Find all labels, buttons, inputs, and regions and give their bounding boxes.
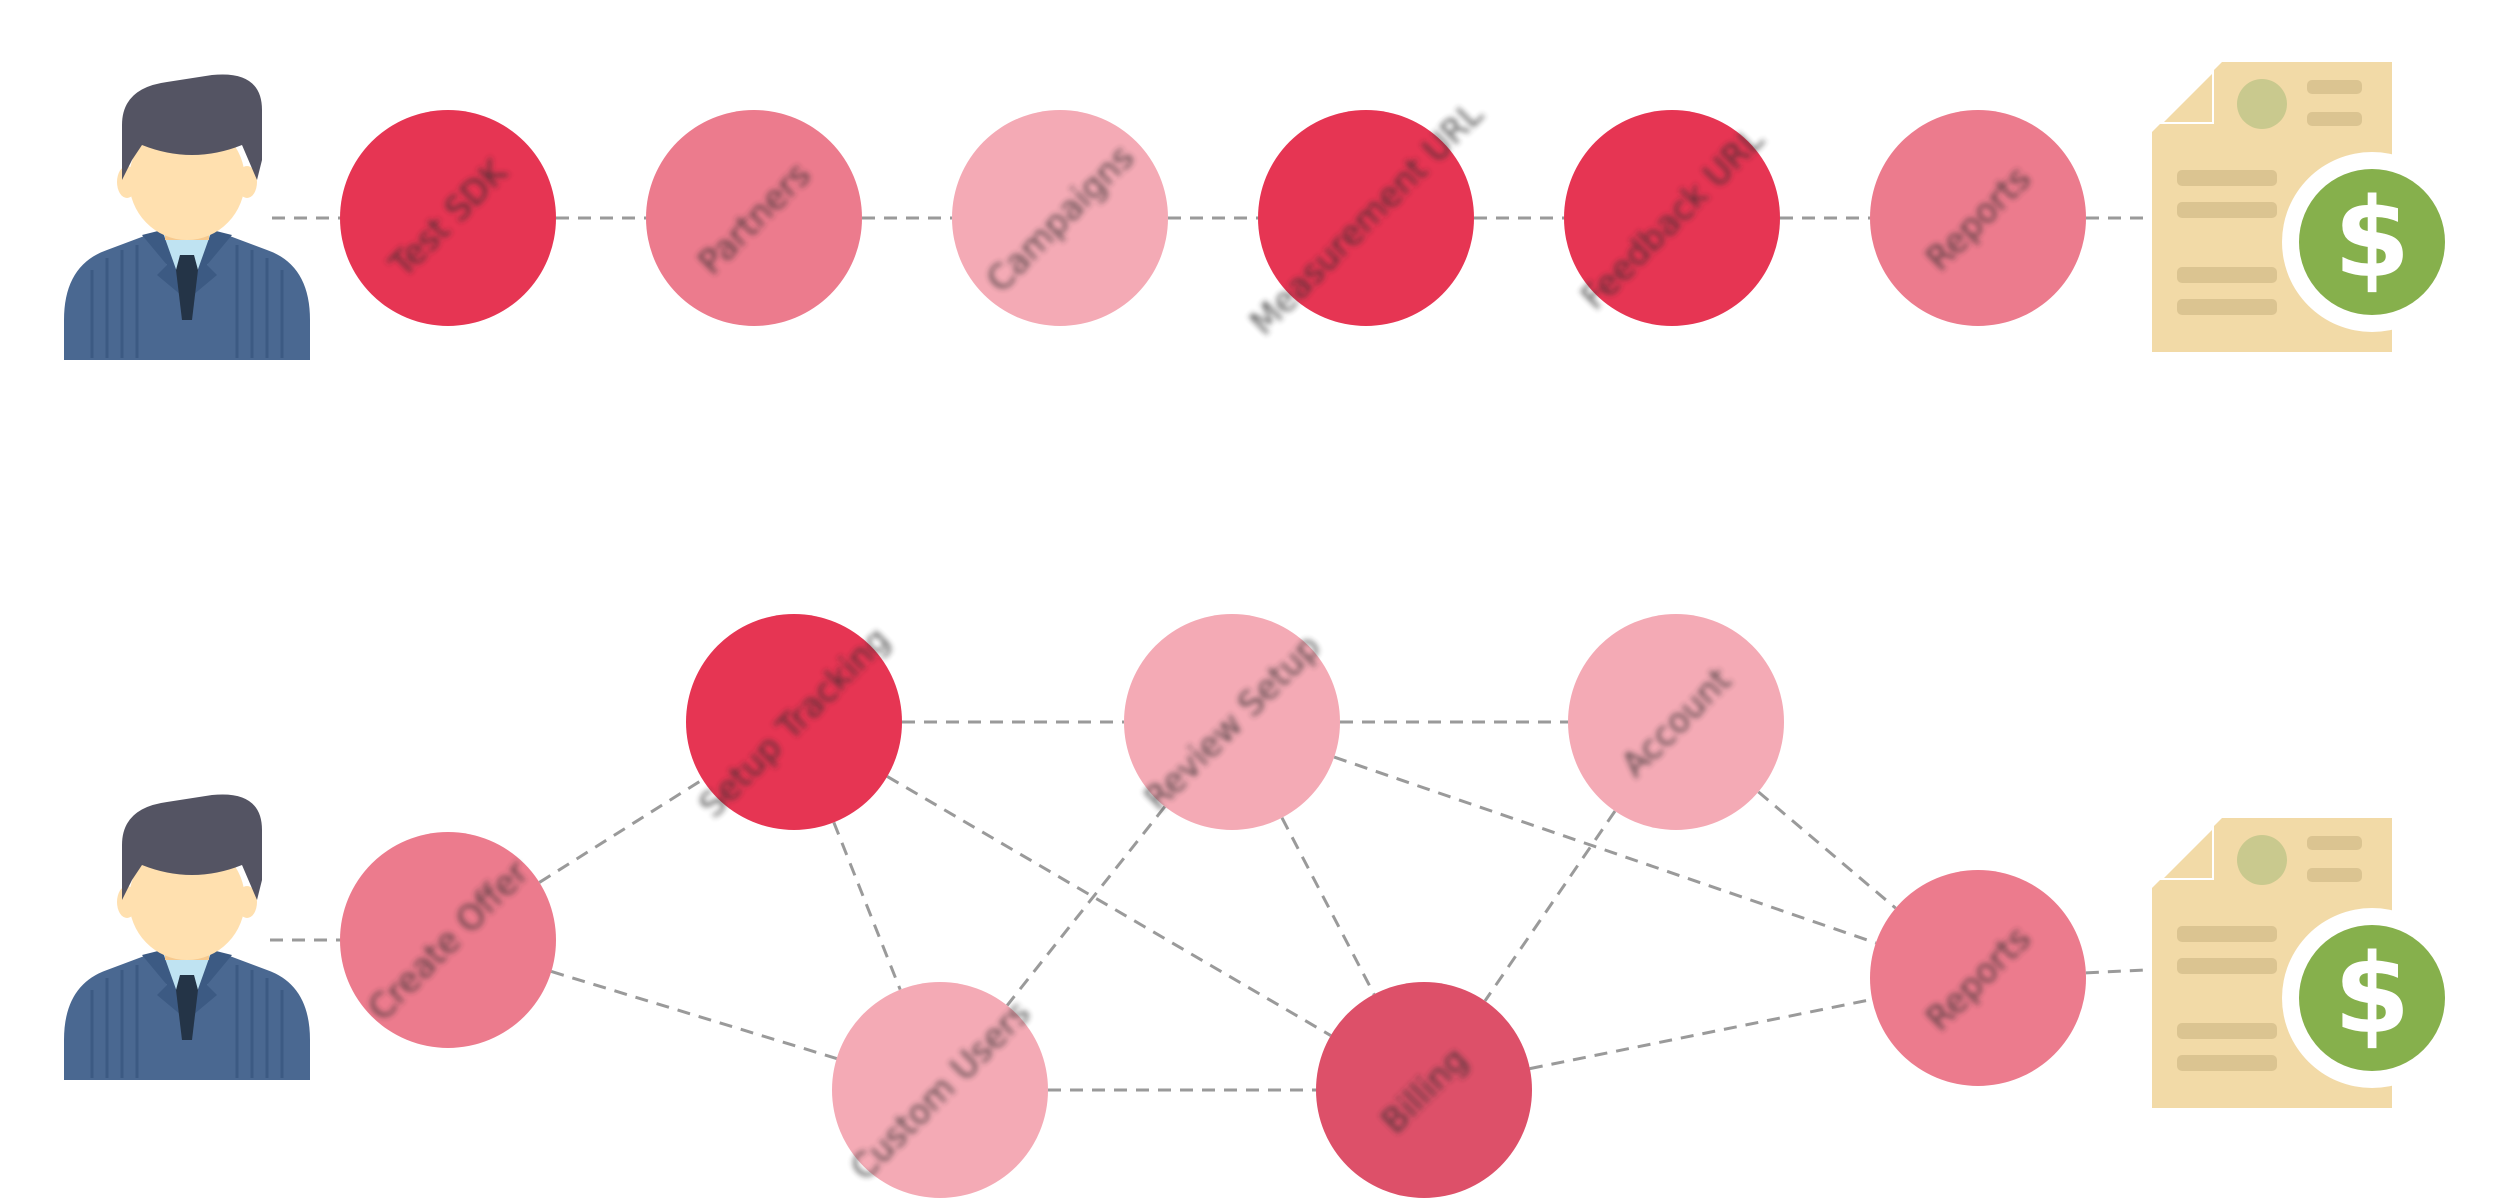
linear-flow: Test SDK Partners Campaigns Measurement URL…	[62, 62, 2462, 362]
invoice-dollar-icon	[2152, 818, 2462, 1108]
node-campaigns-circle	[952, 110, 1168, 326]
node-measurement-url: Measurement URL	[1242, 94, 1491, 343]
node-measurement-url-circle	[1258, 110, 1474, 326]
network-edge-billing-reports	[1529, 997, 1873, 1071]
node-review-setup: Review Setup	[1124, 614, 1340, 830]
node-test-sdk: Test SDK	[340, 110, 556, 326]
network-edge-setup-tracking-billing	[886, 775, 1332, 1037]
node-custom-users: Custom Users	[832, 982, 1048, 1198]
network-edge-reports-end	[2085, 968, 2146, 975]
node-reports: Reports	[1870, 870, 2086, 1086]
node-reports: Reports	[1870, 110, 2086, 326]
node-create-offer-circle	[340, 832, 556, 1048]
network-edge-account-reports	[1757, 790, 1897, 910]
node-create-offer: Create Offer	[340, 832, 556, 1048]
node-billing: Billing	[1316, 982, 1532, 1198]
node-partners: Partners	[646, 110, 862, 326]
node-review-setup-circle	[1124, 614, 1340, 830]
network-edge-account-billing	[1483, 810, 1617, 1002]
network-edge-review-setup-billing	[1280, 817, 1376, 995]
network-edge-review-setup-custom-users	[1005, 805, 1167, 1007]
node-account-circle	[1568, 614, 1784, 830]
node-setup-tracking: Setup Tracking	[686, 614, 902, 830]
invoice-dollar-icon	[2152, 62, 2462, 352]
node-reports-circle	[1870, 110, 2086, 326]
businessman-icon	[62, 792, 312, 1082]
network-edge-setup-tracking-custom-users	[832, 821, 902, 991]
network-edge-create-offer-custom-users	[550, 970, 838, 1060]
node-billing-circle	[1316, 982, 1532, 1198]
node-campaigns: Campaigns	[952, 110, 1168, 326]
network-edge-create-offer-setup-tracking	[538, 778, 704, 884]
node-custom-users-circle	[832, 982, 1048, 1198]
node-setup-tracking-circle	[686, 614, 902, 830]
node-feedback-url: Feedback URL	[1564, 110, 1780, 326]
node-feedback-url-circle	[1564, 110, 1780, 326]
node-test-sdk-circle	[340, 110, 556, 326]
network-edges	[270, 720, 2146, 1092]
network-edge-review-setup-reports	[1333, 755, 1877, 945]
node-partners-circle	[646, 110, 862, 326]
node-account: Account	[1568, 614, 1784, 830]
node-reports-circle	[1870, 870, 2086, 1086]
